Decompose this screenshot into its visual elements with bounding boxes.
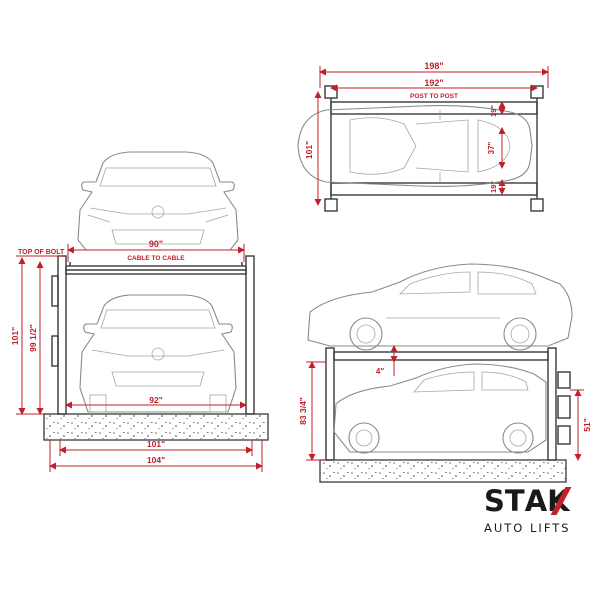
top-posts bbox=[324, 85, 544, 212]
side-view: 4" 83 3/4" 51" bbox=[298, 263, 592, 483]
logo-letter-t: T bbox=[504, 484, 525, 518]
front-view: TOP OF BOLT 90" CABLE TO CABLE 101" 99 1… bbox=[10, 151, 269, 472]
stak-auto-lifts-logo: S T A K AUTO LIFTS bbox=[484, 486, 576, 542]
post-to-post-value: 192" bbox=[424, 78, 443, 88]
base-inner-width: 101" bbox=[147, 439, 165, 449]
top-view: 198" 192" POST TO POST 101" 19" 37" 19" bbox=[297, 61, 549, 212]
upper-car-side bbox=[307, 263, 573, 351]
front-ground-slab bbox=[43, 413, 269, 441]
runway-outer-top: 19" bbox=[489, 105, 498, 117]
logo-letter-a: A bbox=[524, 484, 548, 518]
side-dimensions: 4" 83 3/4" 51" bbox=[298, 345, 592, 461]
logo-letter-s: S bbox=[484, 484, 505, 518]
front-lift-frame bbox=[51, 255, 255, 415]
post-to-post-label: POST TO POST bbox=[410, 93, 458, 100]
runway-gap: 37" bbox=[487, 141, 496, 154]
lower-car-width: 92" bbox=[149, 395, 163, 405]
logo-tagline: AUTO LIFTS bbox=[484, 521, 571, 535]
top-of-bolt-label: TOP OF BOLT bbox=[18, 249, 65, 256]
runway-outer-bottom: 19" bbox=[489, 181, 498, 193]
top-runways bbox=[330, 98, 538, 199]
logo-letter-k: K bbox=[547, 486, 572, 516]
base-outer-width: 104" bbox=[147, 455, 165, 465]
car-top-view bbox=[297, 105, 533, 187]
lower-car-side bbox=[333, 363, 547, 454]
cable-to-cable-label: CABLE TO CABLE bbox=[127, 255, 185, 262]
top-dimensions: 198" 192" POST TO POST 101" 19" 37" 19" bbox=[304, 61, 549, 206]
front-height-outer: 101" bbox=[10, 327, 20, 345]
front-dimensions: TOP OF BOLT 90" CABLE TO CABLE 101" 99 1… bbox=[10, 239, 263, 472]
overall-length: 198" bbox=[424, 61, 443, 71]
platform-clearance: 4" bbox=[376, 367, 384, 376]
logo-wordmark: S T A K bbox=[484, 486, 576, 516]
cable-to-cable-value: 90" bbox=[149, 239, 163, 249]
top-width: 101" bbox=[304, 141, 314, 159]
upper-car-front bbox=[77, 151, 239, 251]
side-ground-slab bbox=[319, 459, 567, 483]
runway-height: 51" bbox=[582, 418, 592, 432]
lower-clearance: 83 3/4" bbox=[298, 397, 308, 425]
front-height-inner: 99 1/2" bbox=[28, 324, 38, 352]
side-lift-frame bbox=[325, 347, 571, 461]
